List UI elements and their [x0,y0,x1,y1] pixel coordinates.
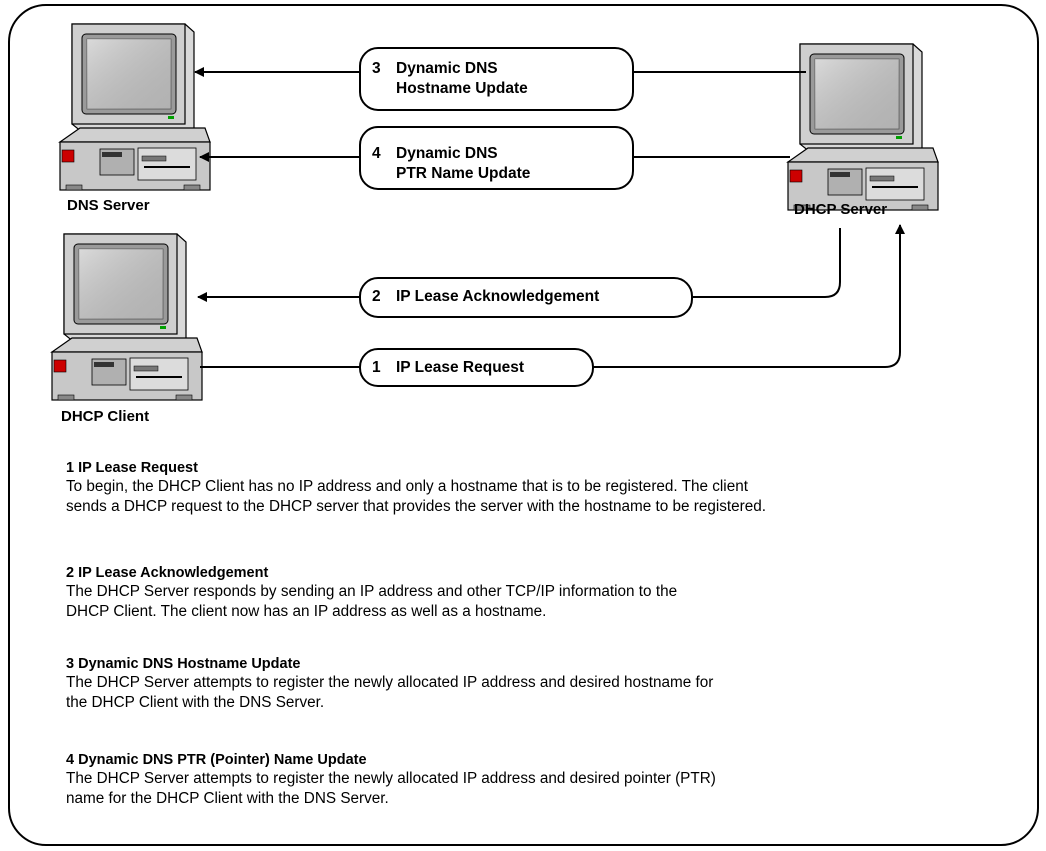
msg1-number: 1 [372,359,381,376]
msg2-line1: IP Lease Acknowledgement [396,288,600,305]
msg4-line2: PTR Name Update [396,165,531,182]
msg3-label: 3 Dynamic DNS Hostname Update [372,59,528,99]
msg4-line1: Dynamic DNS [396,145,498,162]
msg3-number: 3 [372,60,381,77]
step-3-description: 3 Dynamic DNS Hostname Update The DHCP S… [66,655,713,713]
dns-server-computer-icon [59,23,211,191]
msg3-line1: Dynamic DNS [396,60,498,77]
step-3-title: 3 Dynamic DNS Hostname Update [66,656,301,672]
step-1-description: 1 IP Lease Request To begin, the DHCP Cl… [66,459,766,517]
dns-server-label: DNS Server [67,197,150,214]
msg4-box [359,126,634,190]
step-2-title: 2 IP Lease Acknowledgement [66,565,269,581]
step-2-description: 2 IP Lease Acknowledgement The DHCP Serv… [66,564,677,622]
msg1-label: 1 IP Lease Request [372,358,524,378]
msg4-number: 4 [372,145,381,162]
msg3-line2: Hostname Update [396,80,528,97]
step-4-title: 4 Dynamic DNS PTR (Pointer) Name Update [66,752,367,768]
dhcp-client-computer-icon [51,233,203,401]
msg2-box [359,277,693,318]
dhcp-server-computer-icon [787,43,939,211]
msg1-line1: IP Lease Request [396,359,525,376]
msg2-number: 2 [372,288,381,305]
step-3-text: The DHCP Server attempts to register the… [66,674,714,711]
dhcp-server-label: DHCP Server [794,201,888,218]
step-2-text: The DHCP Server responds by sending an I… [66,583,678,620]
msg2-line-right [692,228,841,298]
step-4-text: The DHCP Server attempts to register the… [66,770,716,807]
step-1-title: 1 IP Lease Request [66,460,198,476]
msg4-label: 4 Dynamic DNS PTR Name Update [372,144,530,184]
msg1-box [359,348,594,387]
diagram-frame [8,4,1039,846]
msg3-box [359,47,634,111]
dhcp-client-label: DHCP Client [61,408,150,425]
msg2-label: 2 IP Lease Acknowledgement [372,287,599,307]
step-4-description: 4 Dynamic DNS PTR (Pointer) Name Update … [66,751,716,809]
step-1-text: To begin, the DHCP Client has no IP addr… [66,478,767,515]
msg1-arrow [593,224,905,368]
